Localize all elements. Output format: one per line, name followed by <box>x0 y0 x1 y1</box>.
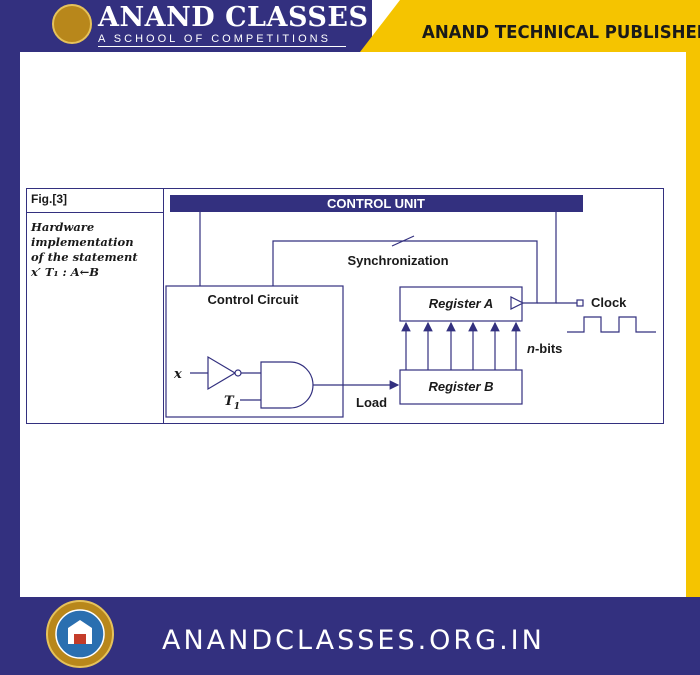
nbits-rest: -bits <box>535 341 562 356</box>
brand-underline <box>98 46 346 47</box>
left-frame-bar <box>0 0 20 675</box>
register-b-label: Register B <box>428 379 493 394</box>
cu-clock-line <box>537 212 557 304</box>
t1-input-label: T1 <box>224 394 240 412</box>
load-label: Load <box>356 395 387 410</box>
synchronization-line <box>272 240 538 304</box>
figure-description-line-3: of the statement <box>31 250 138 264</box>
figure-description: Hardware implementation of the statement… <box>31 220 138 280</box>
figure-description-line-2: implementation <box>31 235 134 249</box>
figure-column-divider <box>163 188 164 424</box>
control-unit-bar <box>170 195 583 212</box>
anand-classes-emblem-icon <box>52 4 92 44</box>
figure-label: Fig.[3] <box>31 192 67 206</box>
inverter-bubble <box>234 369 242 377</box>
footer-url[interactable]: ANANDCLASSES.ORG.IN <box>162 625 545 656</box>
footer-band <box>0 597 700 675</box>
brand-subtitle: A SCHOOL OF COMPETITIONS <box>98 33 331 45</box>
header-publisher-band <box>360 0 700 52</box>
register-b-box <box>399 369 523 405</box>
clock-label: Clock <box>591 295 627 310</box>
control-circuit-box <box>165 285 344 418</box>
clock-terminal <box>576 299 584 307</box>
nbits-var: n <box>527 341 535 356</box>
inverter-gate <box>207 355 237 391</box>
nbits-label: n-bits <box>527 341 562 356</box>
sync-slash <box>391 235 415 247</box>
control-circuit-label: Control Circuit <box>208 292 300 307</box>
clock-waveform <box>567 316 656 333</box>
nbit-arrows <box>401 321 521 370</box>
figure-label-divider <box>26 212 163 213</box>
figure-frame <box>26 188 664 424</box>
anand-classes-house-of-education-emblem-icon <box>46 600 114 668</box>
publisher-name: ANAND TECHNICAL PUBLISHERS <box>422 22 700 43</box>
right-frame-bar <box>686 0 700 675</box>
synchronization-label: Synchronization <box>347 253 448 268</box>
register-a-label: Register A <box>429 296 494 311</box>
control-unit-label: CONTROL UNIT <box>327 196 425 211</box>
x-input-label: x <box>173 367 182 382</box>
t-input: T <box>224 394 235 409</box>
figure-description-line-1: Hardware <box>31 220 95 234</box>
and-gate <box>260 361 314 409</box>
figure-statement: x′ T₁ : A←B <box>31 265 100 279</box>
t-subscript: 1 <box>234 402 240 412</box>
brand-title: ANAND CLASSES <box>98 2 369 33</box>
clock-input-triangle <box>510 296 525 310</box>
